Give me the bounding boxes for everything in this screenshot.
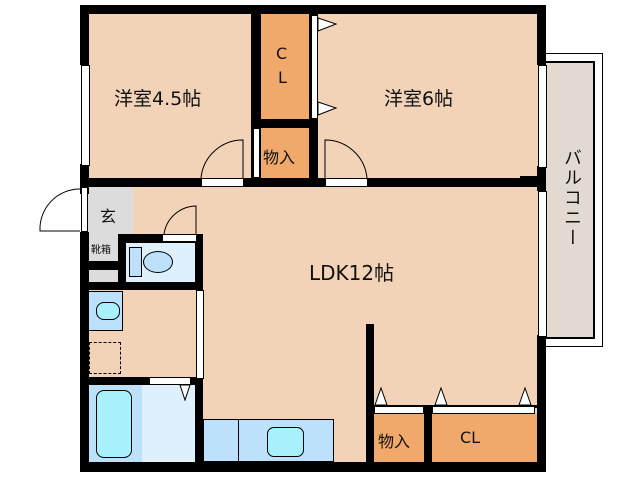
storage-top <box>261 128 309 179</box>
label-balcony: バルコニー <box>561 148 582 248</box>
wall-toilet-right <box>195 234 203 290</box>
window-4-5 <box>81 65 90 166</box>
closet-top <box>261 13 309 119</box>
wall-right-bottom <box>537 335 546 472</box>
storage-door-top[interactable] <box>253 128 260 178</box>
storage-bottom <box>374 414 424 462</box>
entrance-door-opening[interactable] <box>81 187 88 232</box>
label-ldk: LDK12帖 <box>309 261 395 285</box>
closet-bottom <box>432 414 538 462</box>
room-western-6 <box>318 13 538 179</box>
washbasin-bowl-icon <box>96 302 120 320</box>
label-western-4-5: 洋室4.5帖 <box>114 88 202 110</box>
door-opening-toilet[interactable] <box>162 234 197 242</box>
closet-door-bottom[interactable] <box>432 406 535 414</box>
label-closet-bottom: CL <box>460 428 481 447</box>
wall-cl-divider <box>251 119 318 128</box>
label-entrance: 玄 <box>100 207 117 226</box>
shoe-box-area <box>88 237 118 282</box>
window-6-balcony <box>538 65 547 168</box>
balcony <box>545 61 595 339</box>
label-closet-top-l: L <box>278 68 287 87</box>
sink-icon <box>267 427 304 457</box>
window-ldk-balcony <box>538 191 547 337</box>
toilet-tank-icon <box>129 247 142 277</box>
label-closet-top-c: C <box>276 44 288 63</box>
wall-left-bottom <box>80 232 89 472</box>
label-storage-top: 物入 <box>263 148 296 167</box>
wall-right-top <box>537 5 546 65</box>
washroom-sliding-door <box>196 290 204 379</box>
wall-washroom-top <box>80 282 203 290</box>
label-western-6: 洋室6帖 <box>384 88 454 110</box>
washing-machine-pan-icon <box>89 342 121 374</box>
room-western-4-5 <box>88 13 251 179</box>
door-opening-bath[interactable] <box>149 377 191 385</box>
wall-shoebox-divider <box>80 261 126 270</box>
wall-ldk-partition <box>366 324 374 472</box>
wall-toilet-top <box>118 234 203 243</box>
wall-bottom <box>80 462 546 472</box>
door-opening-4-5[interactable] <box>201 178 244 187</box>
kitchen-counter-divider <box>238 419 239 462</box>
balcony-wall-stub <box>520 176 546 185</box>
closet-door-top[interactable] <box>311 15 318 119</box>
wall-left-upper <box>80 5 89 65</box>
bathtub-icon <box>96 390 132 458</box>
wall-bath-right <box>195 377 203 472</box>
entrance-floor <box>88 187 133 237</box>
wall-bath-top <box>80 377 203 385</box>
wall-storage-divider <box>424 405 432 472</box>
storage-door-bottom[interactable] <box>374 406 424 414</box>
wall-cl-left <box>251 5 261 187</box>
label-shoe-box: 靴箱 <box>91 245 111 256</box>
door-opening-6[interactable] <box>325 178 368 187</box>
toilet-bowl-icon <box>143 251 173 273</box>
label-storage-bottom: 物入 <box>378 432 411 451</box>
